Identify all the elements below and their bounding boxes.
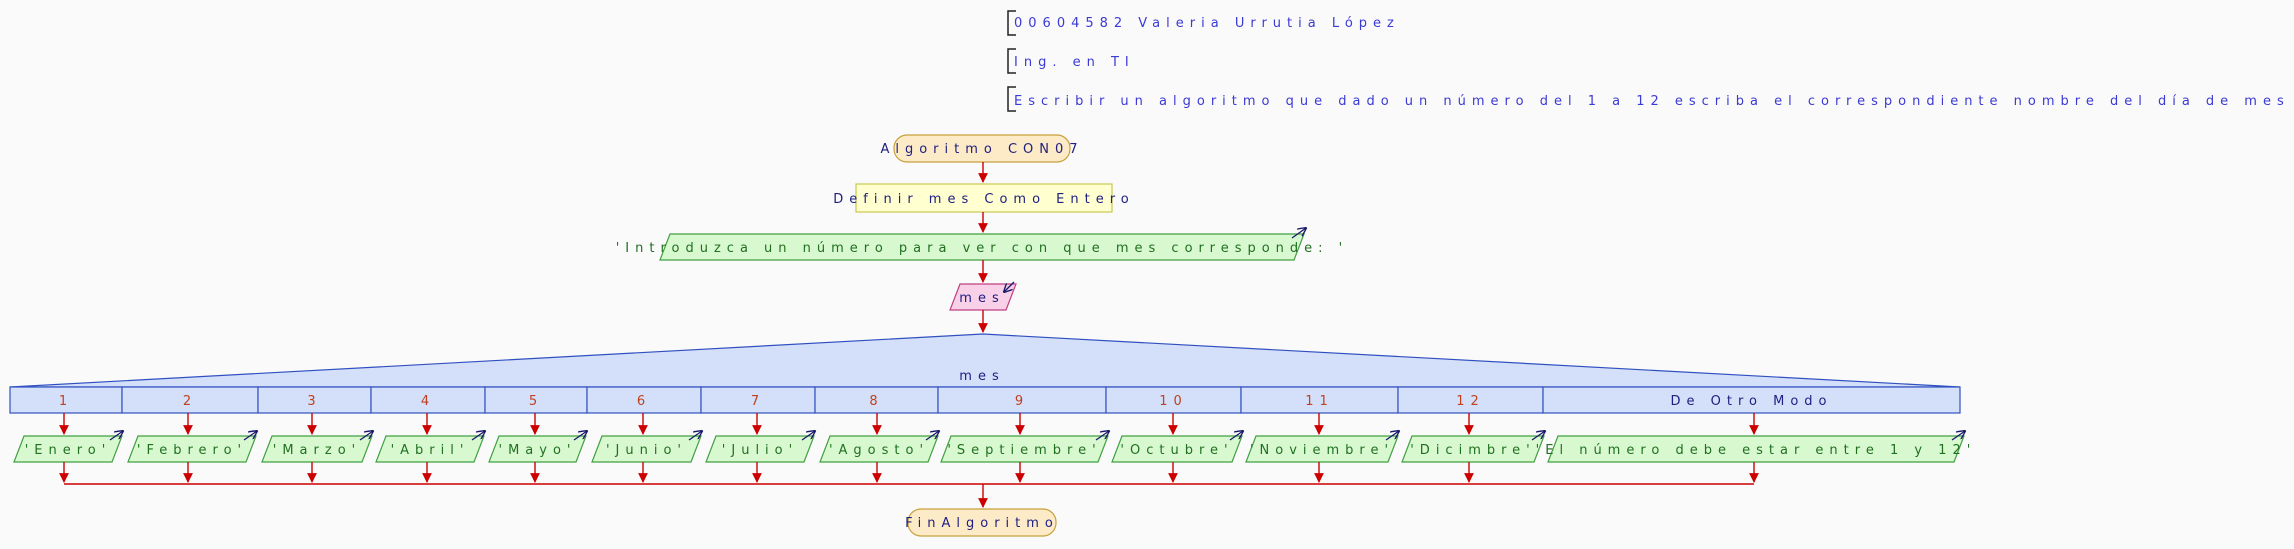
- end-label: FinAlgoritmo: [905, 516, 1059, 531]
- case-label: 4: [421, 394, 435, 409]
- case-output-box: [591, 435, 702, 463]
- output-icon: [471, 431, 485, 441]
- case-cell: [484, 386, 588, 414]
- case-output-box: [261, 435, 373, 463]
- case-output-box: [1547, 435, 1965, 463]
- case-output-box: [1111, 435, 1243, 463]
- start-label: Algoritmo CON07: [880, 142, 1083, 157]
- prompt-label: 'Introduzca un número para ver con que m…: [616, 241, 1349, 256]
- switch-cases: 1 'Enero' 2 'Febrero' 3 'Marzo' 4 'Abril' 5 'Mayo…: [9, 386, 1977, 483]
- case-cell: [700, 386, 816, 414]
- case-label: 11: [1305, 394, 1334, 409]
- case-cell: [257, 386, 372, 414]
- comment-bracket: [1007, 10, 1016, 36]
- case-output-box: [127, 435, 257, 463]
- case-output-box: [13, 435, 123, 463]
- output-icon: [359, 431, 373, 441]
- case-cell: [121, 386, 259, 414]
- case-output-box: [819, 435, 939, 463]
- case-label: 5: [529, 394, 543, 409]
- case-cell: [1240, 386, 1399, 414]
- comment-block: 00604582 Valeria Urrutia López Ing. en T…: [1007, 10, 2294, 112]
- output-icon: [1951, 431, 1965, 441]
- case-label: 1: [59, 394, 73, 409]
- input-icon: [1004, 281, 1015, 292]
- case-output-box: [1245, 435, 1399, 463]
- case-output-label: 'El número debe estar entre 1 y 12': [1536, 443, 1977, 458]
- output-icon: [1531, 431, 1545, 441]
- case-output-label: 'Abril': [391, 443, 470, 458]
- case-output-box: [375, 435, 485, 463]
- case-label: 9: [1015, 394, 1029, 409]
- output-icon: [1385, 431, 1399, 441]
- case-output-label: 'Dicimbre': [1410, 443, 1536, 458]
- case-output-label: 'Junio': [606, 443, 687, 458]
- output-icon: [1095, 431, 1109, 441]
- case-output-label: 'Julio': [722, 443, 798, 458]
- start-terminal: [893, 134, 1071, 163]
- case-output-box: [705, 435, 815, 463]
- case-output-label: 'Septiembre': [947, 443, 1101, 458]
- case-output-label: 'Noviembre': [1250, 443, 1394, 458]
- case-output-label: 'Mayo': [499, 443, 577, 458]
- output-icon: [109, 431, 123, 441]
- end-terminal: [907, 508, 1057, 537]
- comment-bracket: [1007, 48, 1016, 74]
- comment-bracket: [1007, 86, 1016, 112]
- case-cell: [586, 386, 702, 414]
- comment-author: 00604582 Valeria Urrutia López: [1014, 16, 1400, 31]
- case-label: 7: [751, 394, 765, 409]
- output-icon: [573, 431, 587, 441]
- output-icon: [801, 431, 815, 441]
- case-label: 12: [1456, 394, 1485, 409]
- define-label: Definir mes Como Entero: [833, 192, 1134, 207]
- case-cell: [1542, 386, 1961, 414]
- case-output-box: [488, 435, 587, 463]
- case-output-box: [940, 435, 1109, 463]
- case-cell: [1397, 386, 1544, 414]
- case-label-default: De Otro Modo: [1671, 394, 1833, 409]
- output-icon: [925, 431, 939, 441]
- case-output-label: 'Agosto': [829, 443, 929, 458]
- output-icon: [1229, 431, 1243, 441]
- switch-variable: mes: [959, 369, 1004, 384]
- case-label: 10: [1159, 394, 1188, 409]
- case-output-label: 'Marzo': [273, 443, 361, 458]
- output-icon: [243, 431, 257, 441]
- case-cell: [370, 386, 486, 414]
- output-icon: [688, 431, 702, 441]
- case-output-box: [1401, 435, 1545, 463]
- read-input-box: [949, 283, 1017, 311]
- prompt-output-box: [659, 233, 1305, 261]
- case-label: 3: [307, 394, 321, 409]
- case-label: 8: [869, 394, 883, 409]
- define-box: [855, 183, 1113, 213]
- case-output-label: 'Octubre': [1120, 443, 1233, 458]
- case-output-label: 'Febrero': [137, 443, 247, 458]
- comment-statement: Escribir un algoritmo que dado un número…: [1014, 94, 2294, 109]
- case-label: 2: [183, 394, 197, 409]
- case-cell: [937, 386, 1107, 414]
- read-label: mes: [959, 291, 1004, 306]
- case-output-label: 'Enero': [25, 443, 112, 458]
- case-cell: [1105, 386, 1242, 414]
- output-icon: [1291, 228, 1306, 239]
- case-cell: [9, 386, 123, 414]
- case-label: 6: [637, 394, 651, 409]
- comment-career: Ing. en TI: [1014, 55, 1135, 70]
